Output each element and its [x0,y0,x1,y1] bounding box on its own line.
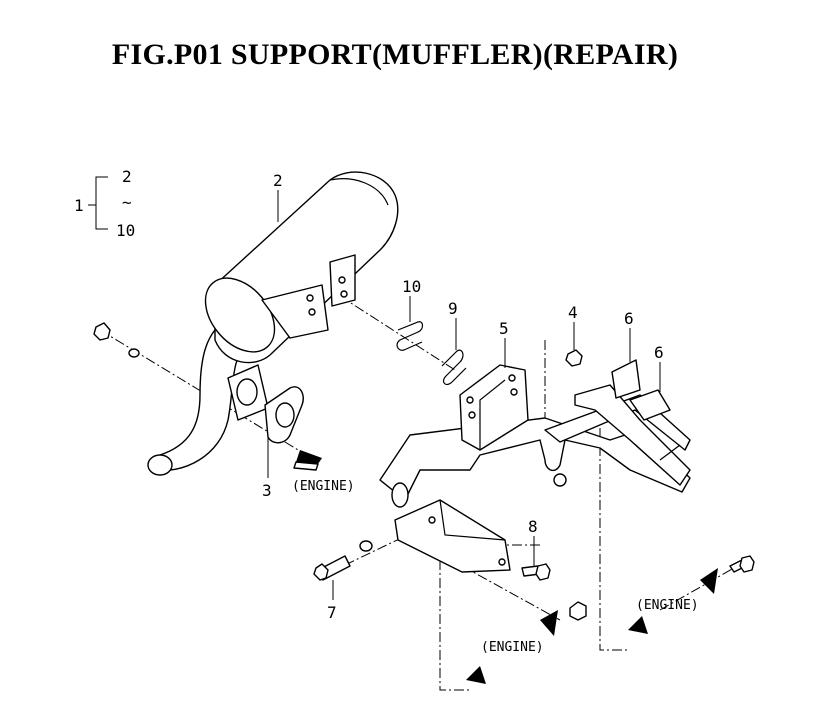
bolt-right [729,555,755,573]
engine-arrow-2: (ENGINE) [466,610,558,684]
callout-clip: 10 [402,277,421,296]
assembly-ref-label: 1 [74,196,84,215]
assembly-bracket: 1 2 ~ 10 [74,167,135,240]
bolt-4: 4 [565,303,583,367]
mid-nut [569,601,587,621]
figure-title: FIG.P01 SUPPORT(MUFFLER)(REPAIR) [111,38,679,71]
engine-arrow-1: (ENGINE) [292,450,355,494]
callout-plate-upper: 6 [624,309,634,328]
engine-label-2: (ENGINE) [481,640,544,655]
callout-bolt-top: 4 [568,303,578,322]
spring-9: 9 [441,299,467,386]
center-lines [99,295,749,691]
assembly-bottom-label: 10 [116,221,135,240]
callout-muffler: 2 [273,171,283,190]
assembly-top-label: 2 [122,167,132,186]
engine-arrow-3: (ENGINE) [628,568,718,634]
engine-label-1: (ENGINE) [292,479,355,494]
callout-plate-lower: 6 [654,343,664,362]
callout-spring: 9 [448,299,458,318]
label-plate-upper: 6 [611,309,641,399]
clip-10: 10 [396,277,424,351]
muffler-nut [93,322,140,358]
callout-bolt-lower: 7 [327,603,337,622]
muffler: 2 [147,171,399,476]
bolt-7: 7 [313,540,373,622]
bolt-8: 8 [521,517,551,581]
callout-support-bracket: 5 [499,319,509,338]
callout-gasket: 3 [262,481,272,500]
callout-bolt-mid: 8 [528,517,538,536]
engine-label-3: (ENGINE) [636,598,699,613]
support-bracket: 5 [379,319,691,573]
label-plate-lower: 6 [629,343,671,421]
gasket: 3 [262,386,304,500]
assembly-tilde-label: ~ [122,193,132,212]
